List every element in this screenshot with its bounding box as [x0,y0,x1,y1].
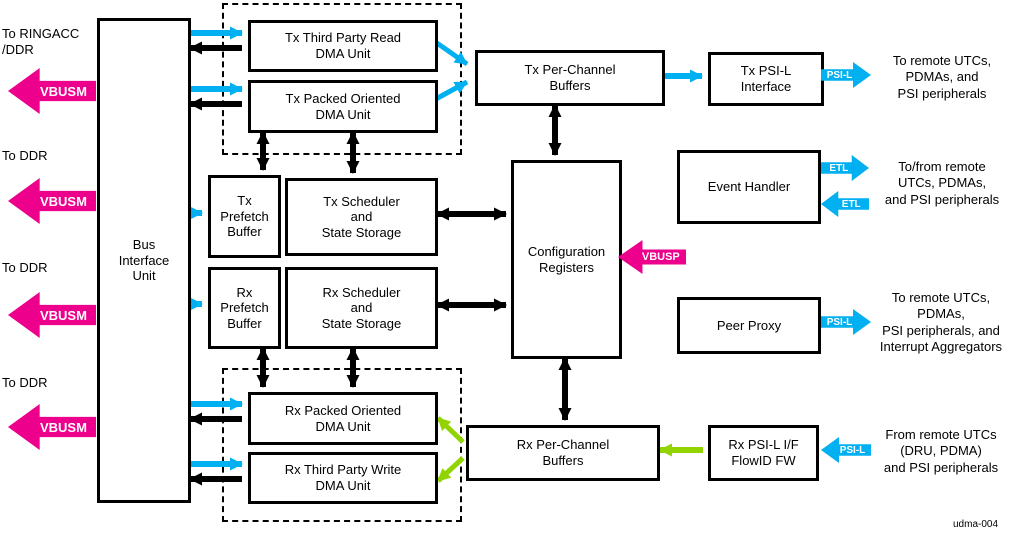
arrow-txpacked-to-txbuffers [432,79,469,103]
psil-label: PSI-L [826,69,853,81]
box-tx-packed-oriented-dma: Tx Packed Oriented DMA Unit [248,80,438,133]
label-to-ddr-2: To DDR [2,260,48,275]
box-bus-interface-unit: Bus Interface Unit [97,18,191,503]
etl-label: ETL [829,162,849,174]
box-tx-psil-interface: Tx PSI-L Interface [708,52,824,106]
psil-label: PSI-L [839,444,866,456]
box-tx-scheduler: Tx Scheduler and State Storage [285,178,438,256]
annotation-rx-psil: From remote UTCs (DRU, PDMA) and PSI per… [883,427,999,475]
vbusm-label: VBUSM [39,307,87,323]
box-rx-scheduler: Rx Scheduler and State Storage [285,267,438,349]
psil-label: PSI-L [826,316,853,328]
arrow-txread-to-txbuffers [432,38,469,67]
arrow-rxbuffers-to-rxwrite [436,456,465,483]
box-tx-prefetch-buffer: Tx Prefetch Buffer [208,175,281,258]
vbusm-label: VBUSM [39,83,87,99]
etl-label: ETL [841,198,861,210]
box-rx-prefetch-buffer: Rx Prefetch Buffer [208,267,281,349]
tx-dma-group [222,3,462,155]
box-tx-third-party-read-dma: Tx Third Party Read DMA Unit [248,20,438,72]
label-to-ddr-3: To DDR [2,375,48,390]
box-rx-packed-oriented-dma: Rx Packed Oriented DMA Unit [248,392,438,445]
box-configuration-registers: Configuration Registers [511,160,622,359]
vbusp-label: VBUSP [641,251,680,263]
box-rx-third-party-write-dma: Rx Third Party Write DMA Unit [248,452,438,504]
rx-dma-group [222,368,462,522]
box-rx-psil-flowid-fw: Rx PSI-L I/F FlowID FW [708,425,819,481]
label-to-ddr-1: To DDR [2,148,48,163]
arrow-rxbuffers-to-rxpacked [436,416,465,444]
box-rx-per-channel-buffers: Rx Per-Channel Buffers [466,425,660,481]
annotation-peer: To remote UTCs, PDMAs, PSI peripherals, … [879,290,1003,354]
annotation-tx-psil: To remote UTCs, PDMAs, and PSI periphera… [892,53,992,101]
figure-id: udma-004 [953,519,999,530]
vbusm-label: VBUSM [39,193,87,209]
vbusm-label: VBUSM [39,419,87,435]
label-to-ringacc-ddr: To RINGACC /DDR [2,26,80,58]
box-event-handler: Event Handler [677,150,821,224]
annotation-event: To/from remote UTCs, PDMAs, and PSI peri… [884,159,1000,207]
box-peer-proxy: Peer Proxy [677,297,821,354]
box-tx-per-channel-buffers: Tx Per-Channel Buffers [475,50,665,106]
